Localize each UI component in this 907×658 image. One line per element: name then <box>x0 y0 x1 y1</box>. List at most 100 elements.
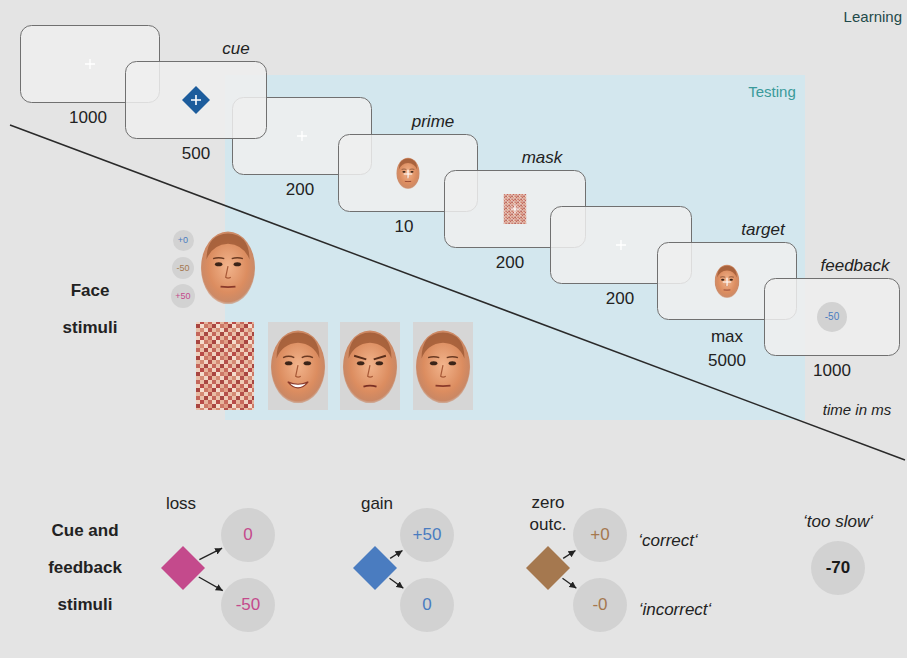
text-slot: ‘correct‘ <box>638 531 698 551</box>
face-picture <box>271 331 325 404</box>
outcome-arrow <box>563 551 575 559</box>
cue-diamond: zero outc. <box>526 546 570 590</box>
outcome-value: +0 <box>178 235 188 246</box>
feedback-circle: -50 <box>221 578 275 632</box>
duration-ms: 1000 <box>69 108 107 128</box>
screen-content <box>85 59 95 69</box>
text-slot: 500 <box>182 144 210 164</box>
outcome-value: +50 <box>413 525 442 545</box>
outcome-arrow <box>389 578 403 588</box>
outcome-arrow <box>390 551 402 559</box>
face-tile <box>413 322 473 410</box>
outcome-arrow <box>199 548 222 560</box>
text-slot: 200 <box>496 253 524 273</box>
face-tile <box>268 322 328 410</box>
feedback-circle: +50 <box>171 284 195 308</box>
screen-content <box>511 205 520 214</box>
screen-frame: feedback1000-50 <box>764 278 900 356</box>
outcome-label: ‘correct‘ <box>638 531 698 551</box>
outcome-value: +0 <box>590 525 609 545</box>
phase-label: Testing <box>748 83 796 101</box>
feedback-circle: +0 <box>173 230 194 251</box>
text-slot: loss <box>166 494 196 514</box>
text-slot: gain <box>361 494 393 514</box>
outcome-arrow <box>562 578 576 588</box>
text-slot: Testing <box>748 83 796 101</box>
diamond-outline <box>526 546 570 590</box>
event-label: mask <box>522 148 563 168</box>
text-slot: zero outc. <box>524 492 572 536</box>
duration-ms: 200 <box>606 289 634 309</box>
diamond-shape <box>526 546 570 590</box>
noise-mask <box>196 322 254 410</box>
text-slot: Learning <box>844 8 902 26</box>
diamond-shape <box>161 546 205 590</box>
text-slot: 1000 <box>69 108 107 128</box>
text-slot: ‘too slow‘ <box>803 512 873 532</box>
text-slot: time in ms <box>823 401 891 419</box>
duration-ms: 1000 <box>813 361 851 381</box>
feedback-circle: ‘too slow‘-70 <box>811 541 865 595</box>
text-slot: mask <box>522 148 563 168</box>
cue-name: loss <box>166 494 196 514</box>
outcome-value: 0 <box>422 595 431 615</box>
screen-content <box>715 265 740 298</box>
event-label: cue <box>222 39 249 59</box>
text-slot: cue <box>222 39 249 59</box>
duration-ms: max 5000 <box>704 325 750 373</box>
text-slot: prime <box>412 112 455 132</box>
outcome-arrow <box>199 577 223 591</box>
outcome-value: +50 <box>175 291 190 302</box>
duration-ms: 500 <box>182 144 210 164</box>
feedback-circle: -0 <box>573 578 627 632</box>
screen-rect <box>126 62 267 139</box>
screen-content <box>723 278 732 287</box>
text-slot: max 5000 <box>704 325 750 373</box>
face-picture <box>416 331 470 404</box>
phase-label: Learning <box>844 8 902 26</box>
duration-ms: 10 <box>395 217 414 237</box>
face-picture <box>201 232 255 305</box>
section-heading: Cue and feedback stimuli <box>42 512 128 623</box>
text-slot: feedback <box>821 256 890 276</box>
event-label: prime <box>412 112 455 132</box>
outcome-value: -50 <box>176 263 189 274</box>
screen-content <box>616 240 626 250</box>
screen-frame: cue500 <box>125 61 267 139</box>
duration-ms: 200 <box>496 253 524 273</box>
text-slot: Cue and feedback stimuli <box>42 512 128 623</box>
outcome-label: ‘too slow‘ <box>803 512 873 532</box>
face-tile <box>340 322 400 410</box>
text-slot: target <box>741 220 784 240</box>
feedback-circle: 0 <box>221 508 275 562</box>
text-slot: 10 <box>395 217 414 237</box>
screen-content <box>404 170 413 179</box>
screen-rect <box>765 279 900 356</box>
screen-content <box>504 194 527 224</box>
text-slot: 200 <box>286 180 314 200</box>
outcome-value: -0 <box>592 595 607 615</box>
screen-outline <box>125 61 267 139</box>
feedback-circle: +0 <box>573 508 627 562</box>
cue-name: zero outc. <box>524 492 572 536</box>
outcome-value: -50 <box>236 595 261 615</box>
cue-name: gain <box>361 494 393 514</box>
cue-diamond: gain <box>353 546 397 590</box>
event-label: target <box>741 220 784 240</box>
event-label: feedback <box>821 256 890 276</box>
text-slot: 1000 <box>813 361 851 381</box>
screen-content <box>297 131 307 141</box>
feedback-circle: 0 <box>400 578 454 632</box>
feedback-circle: -50 <box>817 302 847 332</box>
face-picture <box>343 331 397 404</box>
outcome-value: -50 <box>825 311 839 323</box>
text-slot: Face stimuli <box>50 272 130 346</box>
diamond-outline <box>161 546 205 590</box>
text-slot: 200 <box>606 289 634 309</box>
text-slot: ‘incorrect‘ <box>639 600 712 620</box>
outcome-value: -70 <box>826 558 851 578</box>
axis-note: time in ms <box>823 401 891 419</box>
diamond-shape <box>353 546 397 590</box>
outcome-value: 0 <box>243 525 252 545</box>
